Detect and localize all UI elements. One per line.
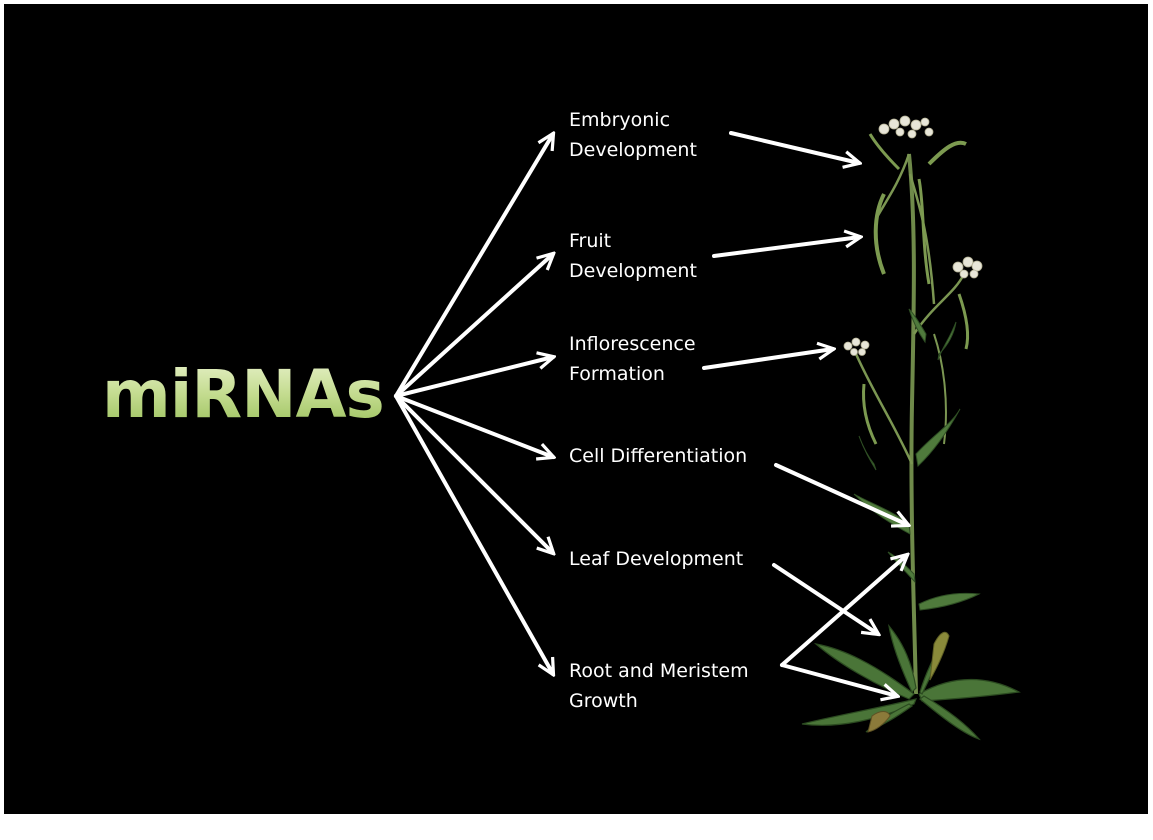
mirnas-title: miRNAs [102,362,384,428]
label-line: Cell Differentiation [569,441,747,471]
arrow-fruit-to-plant [714,237,860,256]
label-embryonic-development: Embryonic Development [569,105,697,165]
label-cell-differentiation: Cell Differentiation [569,441,747,471]
arrow-to-embryonic [396,134,553,396]
arrow-root-to-stem [782,555,907,665]
arrow-embryonic-to-plant [731,133,859,163]
arrow-cell-to-plant [776,465,908,525]
label-fruit-development: Fruit Development [569,226,697,286]
arrow-root-to-base [782,665,897,696]
label-line: Development [569,135,697,165]
label-line: Inflorescence [569,329,696,359]
label-line: Root and Meristem [569,656,749,686]
arrow-inflorescence-to-plant [704,349,833,368]
label-line: Development [569,256,697,286]
slide: miRNAs Embryonic Development Fruit Devel… [4,4,1148,814]
label-line: Embryonic [569,105,697,135]
label-root-meristem-growth: Root and Meristem Growth [569,656,749,716]
arrow-to-leaf [396,396,553,553]
label-inflorescence-formation: Inflorescence Formation [569,329,696,389]
label-line: Growth [569,686,749,716]
label-line: Formation [569,359,696,389]
label-line: Leaf Development [569,544,743,574]
arrow-to-root [396,396,553,674]
arrow-to-cell-differentiation [396,396,553,457]
label-leaf-development: Leaf Development [569,544,743,574]
label-line: Fruit [569,226,697,256]
